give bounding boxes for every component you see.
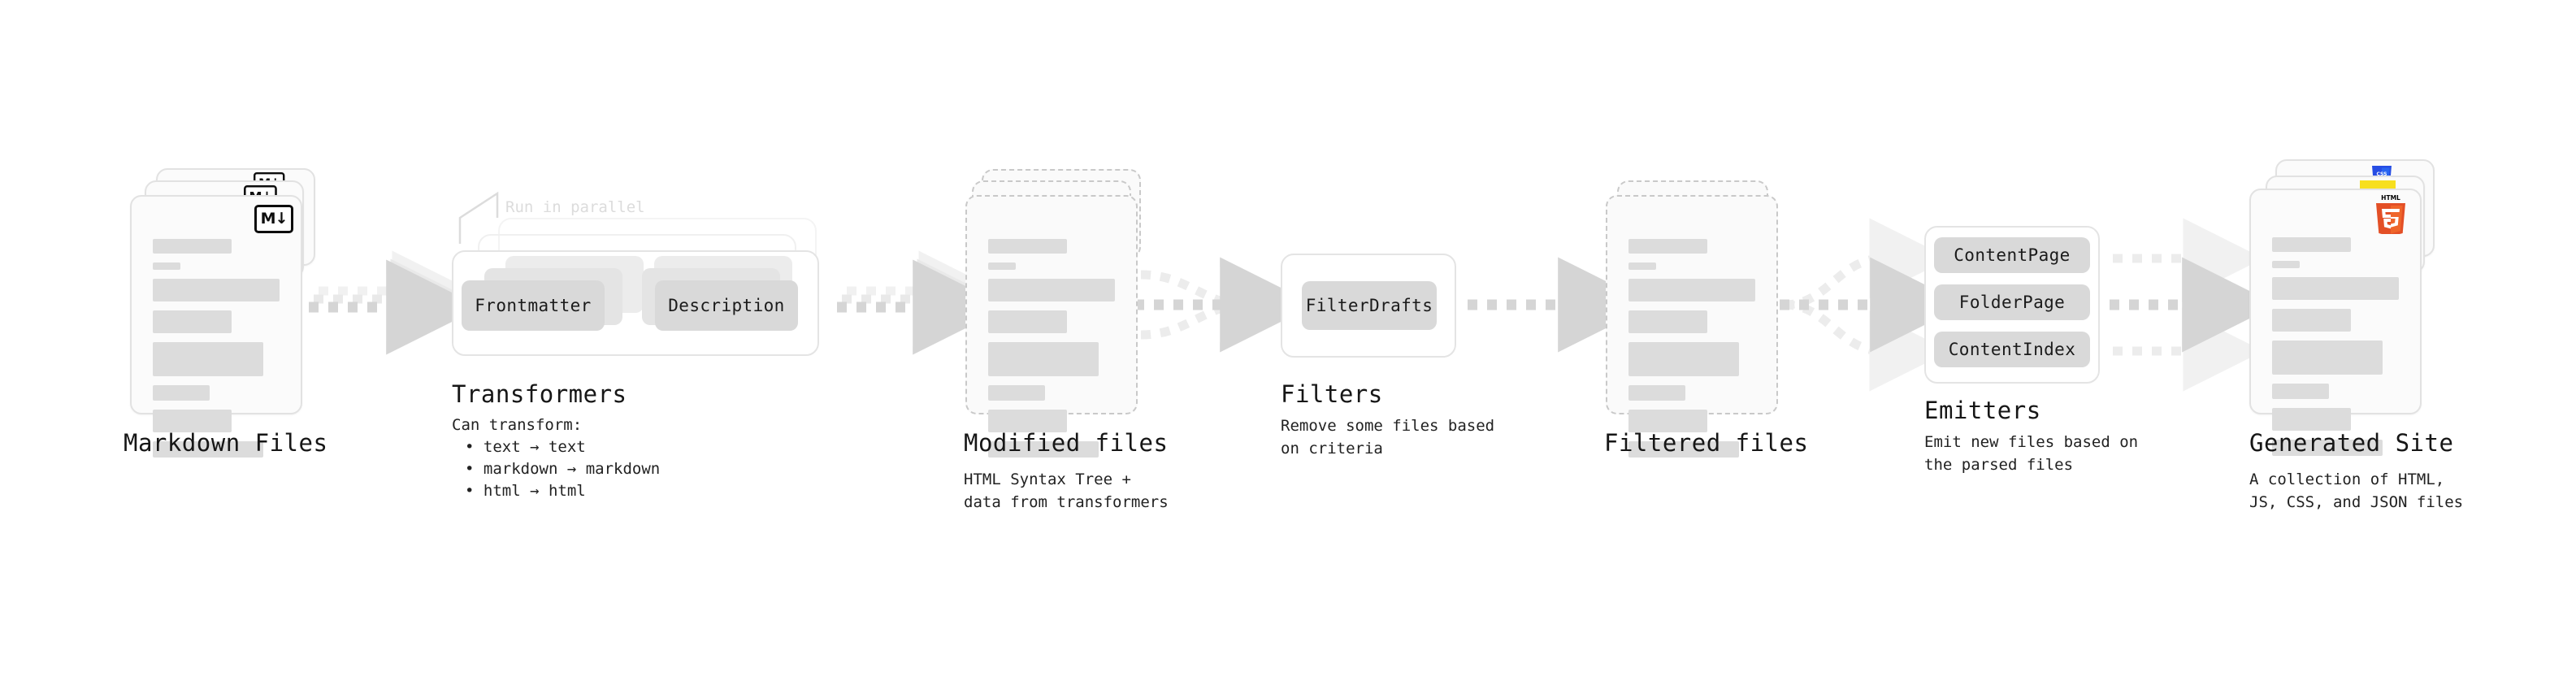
connector-transformers-to-modified — [837, 250, 1008, 355]
connector-modified-to-filters — [1134, 257, 1316, 353]
connector-emitters-to-site — [2110, 218, 2278, 392]
transformers-bullet-0: • text → text — [465, 438, 586, 456]
connector-filtered-to-emitters — [1780, 218, 1966, 392]
chip-contentpage[interactable]: ContentPage — [1934, 237, 2090, 273]
transformers-bullet-2: • html → html — [465, 482, 586, 500]
connector-markdown-to-transformers — [309, 250, 482, 355]
chip-folderpage[interactable]: FolderPage — [1934, 284, 2090, 320]
html5-badge: HTML — [2373, 193, 2409, 237]
skeleton-bars — [1628, 239, 1755, 466]
skeleton-bars — [2272, 237, 2399, 465]
filters-subtitle: Remove some files based on criteria — [1281, 417, 1495, 458]
label-run-in-parallel: Run in parallel — [505, 198, 645, 216]
caption-markdown-files: Markdown Files — [124, 429, 328, 457]
transformers-subtitle: Can transform: — [452, 416, 583, 434]
emitters-subtitle: Emit new files based on the parsed files — [1924, 433, 2139, 474]
caption-modified-files: Modified files — [964, 429, 1169, 457]
chip-frontmatter[interactable]: Frontmatter — [462, 280, 605, 331]
filtered-card-front — [1606, 195, 1778, 458]
caption-transformers: Transformers — [452, 380, 627, 408]
chip-filterdrafts[interactable]: FilterDrafts — [1302, 281, 1437, 330]
transformers-bullet-1: • markdown → markdown — [465, 460, 661, 478]
chip-contentindex[interactable]: ContentIndex — [1934, 332, 2090, 367]
caption-generated-site: Generated Site — [2249, 429, 2454, 457]
svg-text:HTML: HTML — [2381, 194, 2400, 202]
caption-emitters: Emitters — [1924, 397, 2041, 424]
html5-icon: HTML — [2376, 194, 2405, 236]
modified-files-subtitle: HTML Syntax Tree + data from transformer… — [964, 471, 1169, 511]
modified-card-front — [965, 195, 1138, 458]
markdown-badge: M↓ — [254, 205, 293, 233]
skeleton-bars — [153, 239, 280, 466]
svg-text:CSS: CSS — [2377, 171, 2387, 177]
caption-filters: Filters — [1281, 380, 1383, 408]
caption-filtered-files: Filtered files — [1604, 429, 1809, 457]
generated-site-subtitle: A collection of HTML, JS, CSS, and JSON … — [2249, 471, 2464, 511]
chip-description[interactable]: Description — [655, 280, 798, 331]
skeleton-bars — [988, 239, 1115, 466]
